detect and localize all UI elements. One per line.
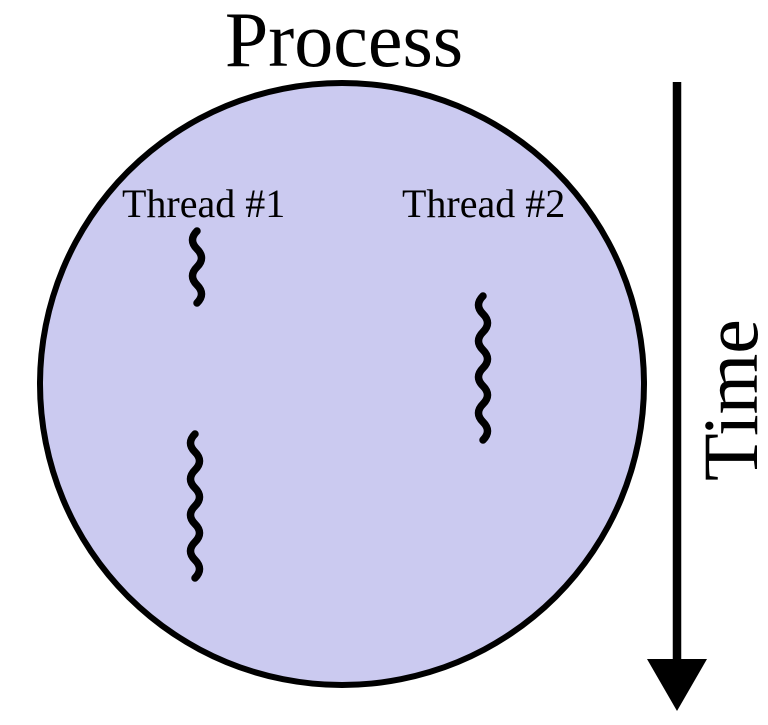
process-circle	[37, 80, 647, 688]
time-arrow-head-icon	[647, 659, 707, 711]
thread-2-label: Thread #2	[402, 181, 566, 226]
thread-1-label: Thread #1	[122, 181, 286, 226]
process-title: Process	[224, 0, 464, 83]
time-label: Time	[687, 319, 768, 481]
